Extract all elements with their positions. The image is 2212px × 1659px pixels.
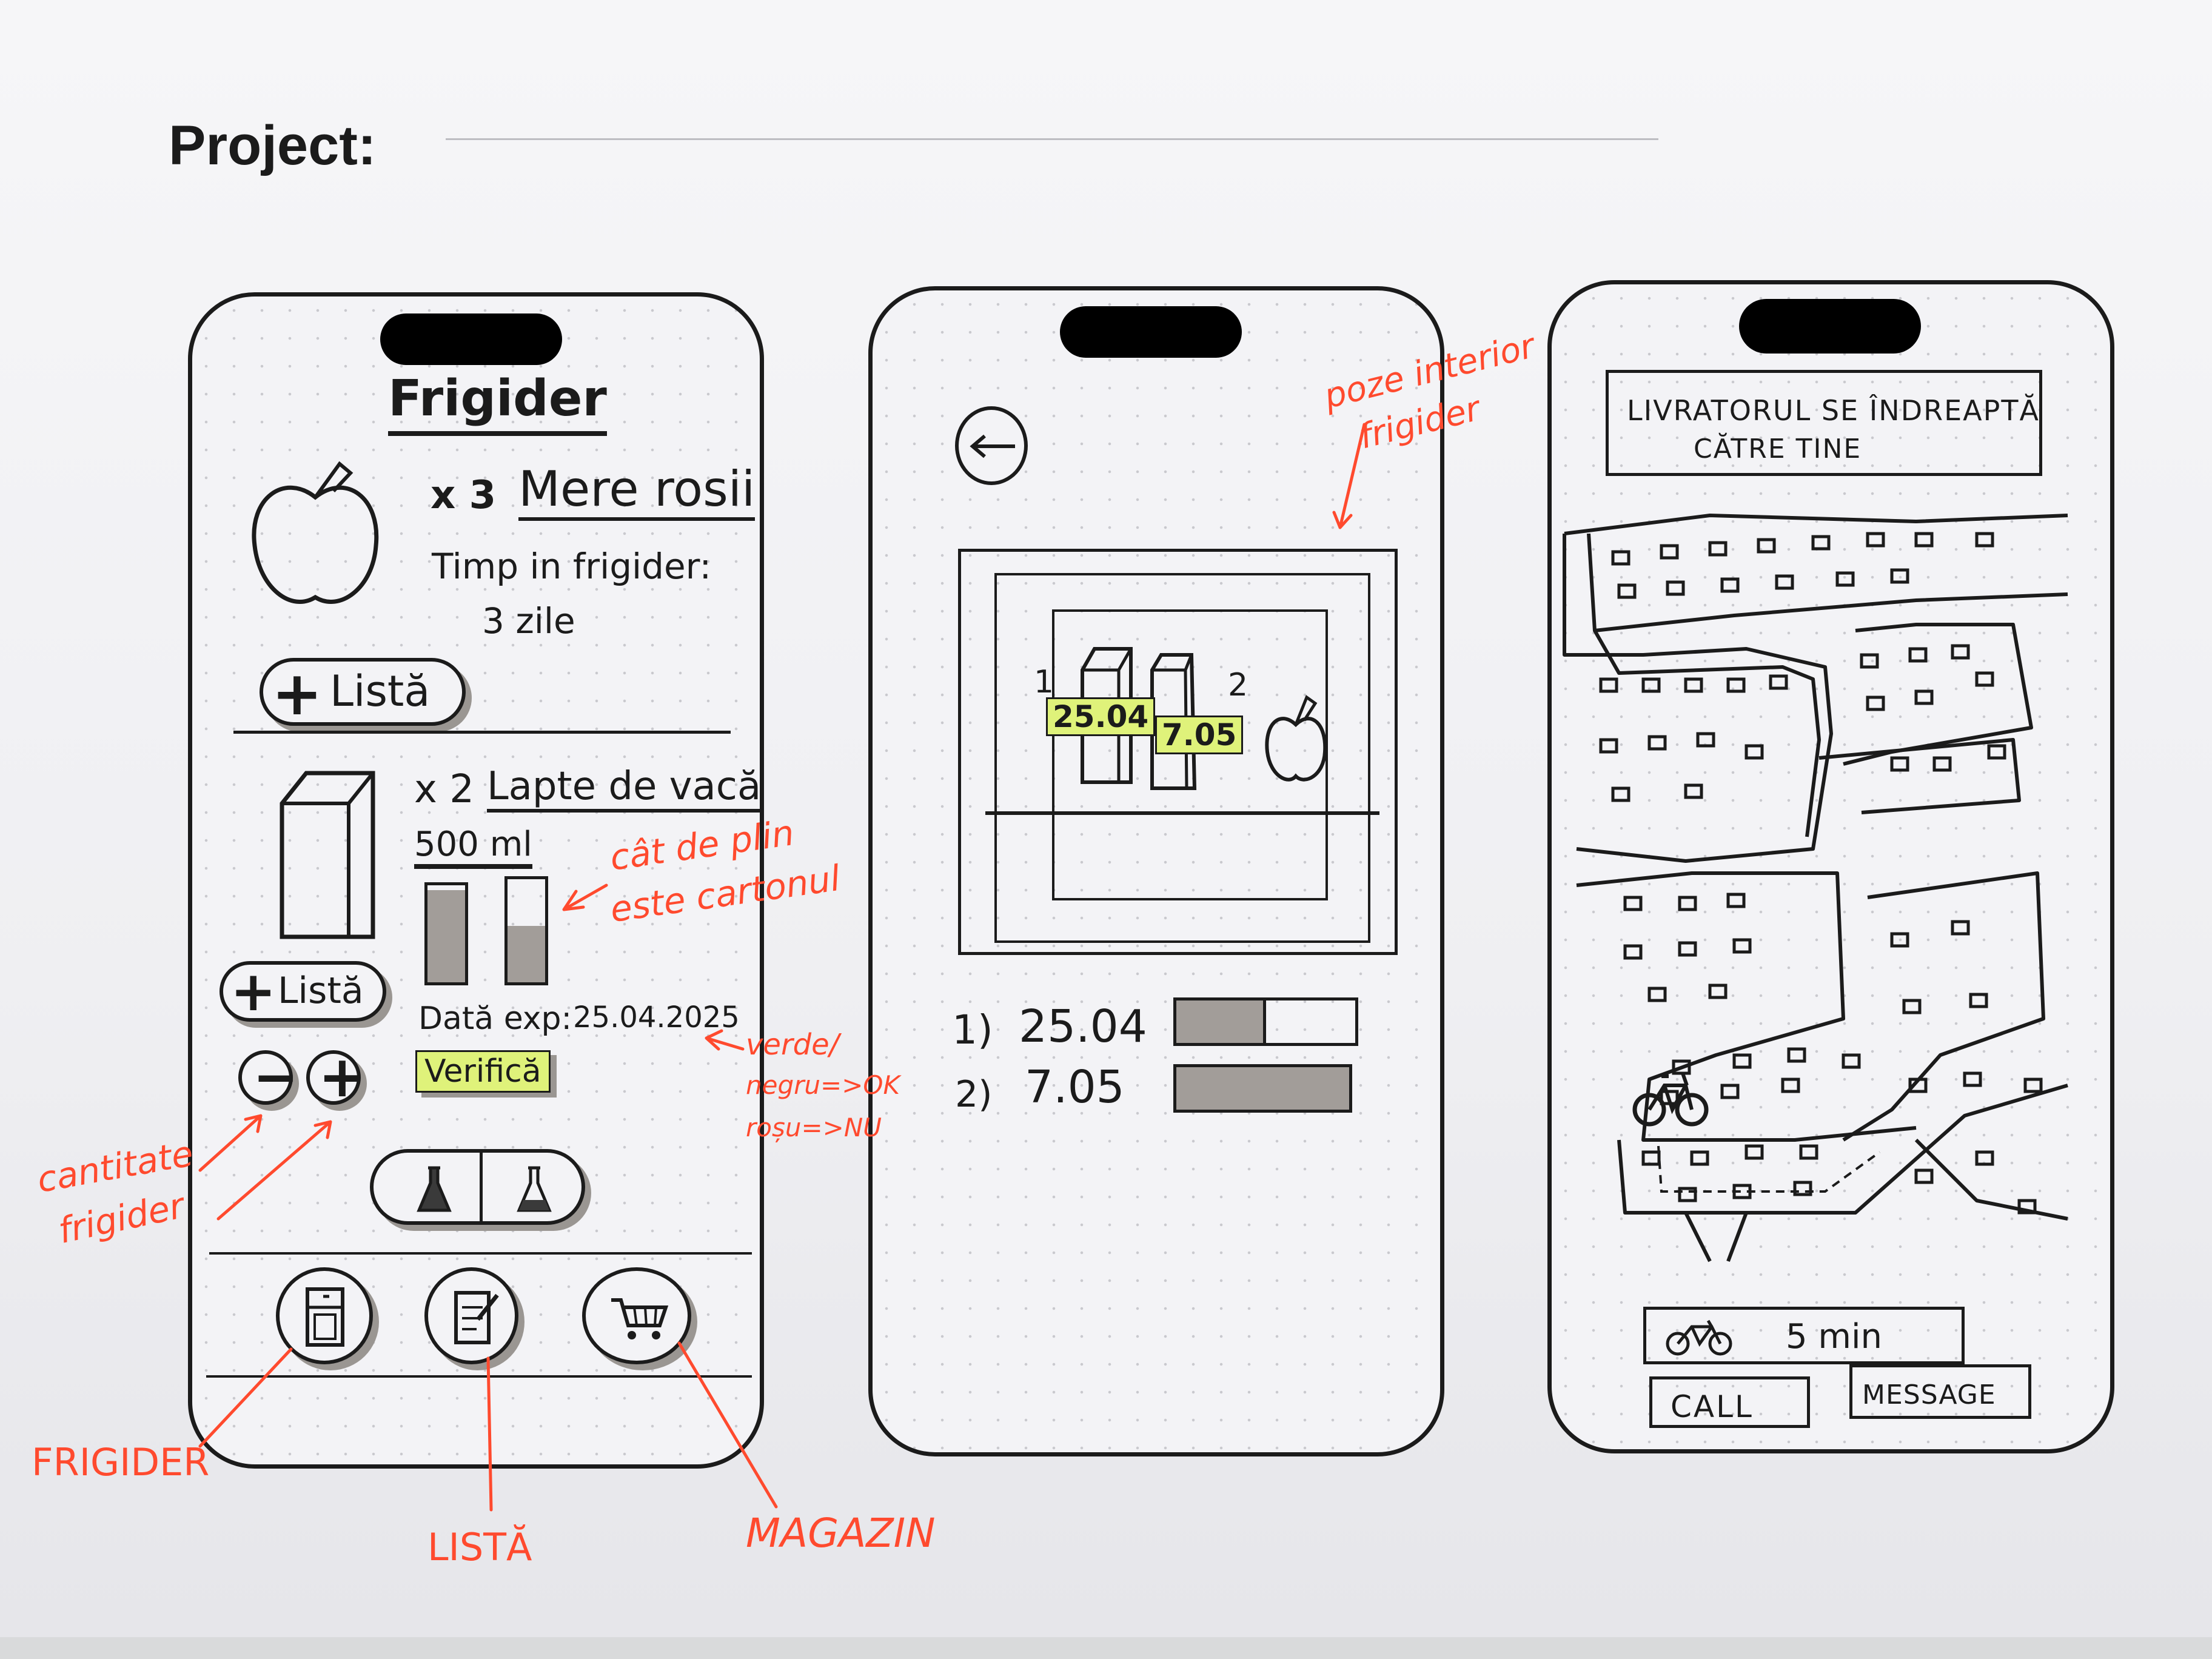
call-label: CALL xyxy=(1671,1389,1754,1424)
annotation-verify-1: verde/ xyxy=(746,1028,839,1062)
eta-bar: 5 min xyxy=(1643,1307,1965,1364)
apple-quantity: x 3 xyxy=(431,473,497,518)
photo-tag-1: 25.04 xyxy=(1046,697,1156,736)
annotation-nav-fridge: FRIGIDER xyxy=(32,1440,210,1484)
fridge-icon xyxy=(306,1287,344,1347)
shopping-cart-icon xyxy=(611,1298,669,1339)
apple-time-label: Timp in frigider: xyxy=(432,546,711,587)
carton-fill-gauge-1 xyxy=(424,882,468,985)
plus-icon: + xyxy=(230,960,276,1024)
apple-name: Mere rosii xyxy=(518,461,756,521)
bar-fill xyxy=(1176,1067,1349,1110)
fridge-shelf xyxy=(985,811,1379,815)
add-to-list-button-milk[interactable]: + Listă xyxy=(220,960,386,1024)
eta-text: 5 min xyxy=(1786,1317,1883,1356)
phone-fridge-photo xyxy=(868,286,1444,1456)
back-button[interactable] xyxy=(955,406,1028,485)
item-date-2: 7.05 xyxy=(1025,1061,1125,1113)
milk-name: Lapte de vacă xyxy=(487,764,762,813)
decrease-quantity-button[interactable]: − xyxy=(238,1045,298,1109)
annotation-nav-shop: MAGAZIN xyxy=(746,1510,936,1557)
nav-divider-bottom xyxy=(206,1375,752,1378)
delivery-banner: LIVRATORUL SE ÎNDREAPTĂ CĂTRE TINE xyxy=(1606,370,2042,476)
project-label: Project: xyxy=(169,115,377,176)
add-to-list-label: Listă xyxy=(278,970,364,1012)
milk-carton-icon xyxy=(280,771,375,939)
apple-photo-icon xyxy=(1265,695,1327,782)
increase-quantity-button[interactable]: + xyxy=(306,1044,366,1110)
fridge-photo xyxy=(958,549,1398,955)
annotation-nav-list: LISTĂ xyxy=(427,1525,532,1569)
flask-filled-icon xyxy=(417,1166,452,1212)
apple-icon xyxy=(252,461,379,604)
expiry-date: 25.04.2025 xyxy=(573,1000,740,1034)
arrow-left-icon xyxy=(970,434,1015,458)
item-date-1: 25.04 xyxy=(1019,1000,1147,1053)
flask-toggle[interactable] xyxy=(370,1149,585,1225)
nav-divider-top xyxy=(209,1252,752,1255)
plus-icon: + xyxy=(318,1044,366,1110)
apple-time-value: 3 zile xyxy=(482,600,575,642)
toggle-divider xyxy=(480,1153,483,1221)
minus-icon: − xyxy=(253,1045,299,1109)
item-index-2: 2) xyxy=(955,1073,993,1116)
notepad-icon xyxy=(454,1291,499,1344)
nav-list-button[interactable] xyxy=(424,1267,518,1364)
project-line xyxy=(446,138,1658,140)
fridge-inner-frame xyxy=(994,573,1370,943)
flask-empty-icon xyxy=(517,1166,552,1212)
bar-fill xyxy=(1176,1000,1266,1043)
phone-notch xyxy=(1739,299,1921,354)
plus-icon: + xyxy=(272,658,323,729)
item-fill-bar-2 xyxy=(1173,1064,1352,1113)
photo-tag-2: 7.05 xyxy=(1155,716,1244,754)
add-to-list-label: Listă xyxy=(330,666,431,716)
item-index-1: 1) xyxy=(952,1007,993,1053)
message-button[interactable]: MESSAGE xyxy=(1849,1364,2031,1419)
item-fill-bar-1 xyxy=(1173,997,1358,1046)
photo-label-2: 2 xyxy=(1228,667,1248,703)
courier-bike-icon xyxy=(1632,1073,1709,1127)
divider xyxy=(233,731,731,734)
verify-button[interactable]: Verifică xyxy=(415,1050,551,1093)
milk-volume: 500 ml xyxy=(414,825,532,869)
photo-label-1: 1 xyxy=(1034,664,1054,700)
expiry-label: Dată exp: xyxy=(418,1000,572,1037)
banner-line-1: LIVRATORUL SE ÎNDREAPTĂ xyxy=(1627,394,2040,427)
message-label: MESSAGE xyxy=(1862,1379,1996,1410)
screen-title: Frigider xyxy=(388,370,607,436)
gauge-fill xyxy=(427,890,465,982)
nav-shop-button[interactable] xyxy=(582,1267,691,1364)
call-button[interactable]: CALL xyxy=(1649,1376,1810,1428)
milk-quantity: x 2 xyxy=(414,767,474,812)
add-to-list-button-apple[interactable]: + Listă xyxy=(260,658,466,729)
phone-notch xyxy=(380,313,562,365)
gauge-fill xyxy=(508,925,545,982)
fridge-back-wall xyxy=(1052,609,1328,900)
bike-icon xyxy=(1666,1319,1732,1356)
annotation-verify-3: roșu=>NU xyxy=(746,1113,882,1142)
annotation-verify-2: negru=>OK xyxy=(746,1070,900,1100)
carton-fill-gauge-2 xyxy=(504,876,548,985)
banner-line-2: CĂTRE TINE xyxy=(1694,434,1862,464)
phone-notch xyxy=(1060,306,1242,358)
delivery-map xyxy=(1563,514,2068,1262)
